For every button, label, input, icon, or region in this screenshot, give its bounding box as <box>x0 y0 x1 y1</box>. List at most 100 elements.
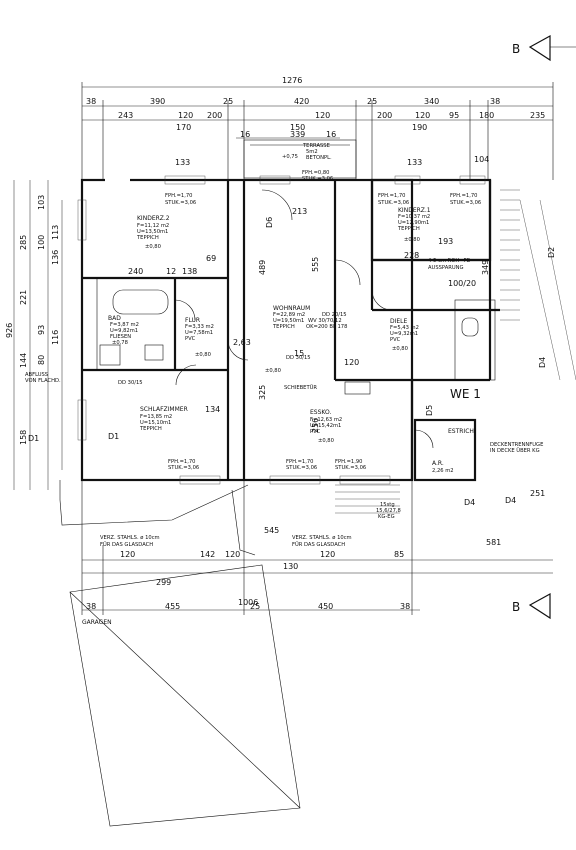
svg-text:4-5 cm ROH=FB: 4-5 cm ROH=FB <box>428 258 471 264</box>
svg-text:213: 213 <box>292 207 307 216</box>
garage-dimension: 1006 <box>238 598 258 607</box>
room-kinderz2: FPH.=1,70 STUK.=3,06 KINDERZ.2 F=11,12 m… <box>136 193 196 250</box>
svg-text:38: 38 <box>86 97 96 106</box>
svg-text:120: 120 <box>320 550 335 559</box>
svg-text:138: 138 <box>182 267 197 276</box>
svg-text:ESTRICH: ESTRICH <box>448 428 474 435</box>
svg-text:VERZ. STAHLS. ø 10cm: VERZ. STAHLS. ø 10cm <box>100 535 160 541</box>
svg-text:±0,80: ±0,80 <box>404 237 420 243</box>
svg-text:FPH.=1,70: FPH.=1,70 <box>168 459 195 465</box>
svg-text:WE 1: WE 1 <box>450 387 481 401</box>
svg-text:93: 93 <box>37 325 46 335</box>
svg-text:130: 130 <box>283 562 298 571</box>
svg-text:1276: 1276 <box>282 76 302 85</box>
svg-text:D4: D4 <box>538 357 547 368</box>
svg-text:VERZ. STAHLS. ø 10cm: VERZ. STAHLS. ø 10cm <box>292 535 352 541</box>
svg-text:BETONPL.: BETONPL. <box>306 155 332 161</box>
svg-text:420: 420 <box>294 97 309 106</box>
svg-text:FPH.=0,80: FPH.=0,80 <box>302 170 329 176</box>
svg-text:142: 142 <box>200 550 215 559</box>
room-diele: DIELE F=5,43 m2 U=9,32m1 PVC ±0,80 <box>390 318 419 352</box>
svg-text:D4: D4 <box>464 498 475 507</box>
svg-text:190: 190 <box>412 123 427 132</box>
garage-outline: GARAGEN 1006 <box>59 480 301 827</box>
building-walls <box>80 139 500 482</box>
svg-text:±0,78: ±0,78 <box>112 340 128 346</box>
svg-text:120: 120 <box>344 358 359 367</box>
svg-text:FPH.=1,70: FPH.=1,70 <box>450 193 477 199</box>
svg-text:F=12,63 m2: F=12,63 m2 <box>310 417 342 423</box>
misc-labels: TERRASSE 5m2 BETONPL. +0,75 FPH.=0,80 ST… <box>25 143 543 520</box>
svg-text:±0,80: ±0,80 <box>318 438 334 444</box>
svg-text:TEPPICH: TEPPICH <box>136 235 159 241</box>
svg-text:69: 69 <box>206 254 216 263</box>
svg-text:228: 228 <box>404 251 419 260</box>
svg-text:133: 133 <box>407 158 422 167</box>
bathroom-fixtures <box>99 289 479 395</box>
svg-text:134: 134 <box>205 405 220 414</box>
svg-text:WOHNRAUM: WOHNRAUM <box>273 305 310 312</box>
interior-dimensions: 213 489 555 325 256 240 12 138 69 120 19… <box>128 155 545 498</box>
svg-text:133: 133 <box>175 158 190 167</box>
svg-text:120: 120 <box>178 111 193 120</box>
svg-text:U=7,58m1: U=7,58m1 <box>185 330 213 336</box>
svg-text:BAD: BAD <box>108 315 121 322</box>
svg-text:489: 489 <box>258 260 267 275</box>
svg-text:STUK.=3,06: STUK.=3,06 <box>378 200 409 206</box>
svg-text:±0,80: ±0,80 <box>195 352 211 358</box>
svg-text:D1: D1 <box>108 432 119 441</box>
svg-text:85: 85 <box>394 550 404 559</box>
svg-text:16: 16 <box>326 130 336 139</box>
svg-text:80: 80 <box>37 355 46 365</box>
room-ar: A.R. 2,26 m2 <box>432 460 454 474</box>
svg-text:100: 100 <box>37 235 46 250</box>
svg-text:D5: D5 <box>425 405 434 416</box>
svg-text:STUK.=3,06: STUK.=3,06 <box>286 465 317 471</box>
svg-text:38: 38 <box>86 602 96 611</box>
svg-text:349: 349 <box>481 260 490 275</box>
svg-text:STUK.=3,06: STUK.=3,06 <box>450 200 481 206</box>
svg-text:FPH.=1,70: FPH.=1,70 <box>286 459 313 465</box>
svg-text:555: 555 <box>311 257 320 272</box>
svg-text:104: 104 <box>474 155 489 164</box>
svg-text:KINDERZ.2: KINDERZ.2 <box>137 215 170 222</box>
svg-text:OK=200 BL 178: OK=200 BL 178 <box>306 324 347 330</box>
svg-text:STUK.=3,06: STUK.=3,06 <box>335 465 366 471</box>
svg-text:PVC: PVC <box>390 337 401 343</box>
section-marker-bottom: B <box>512 592 551 620</box>
svg-text:2,26 m2: 2,26 m2 <box>432 468 454 474</box>
left-dimension-chain: 926 285 221 144 158 103 113 136 100 93 1… <box>5 180 63 490</box>
room-schlafzimmer: SCHLAFZIMMER F=13,85 m2 U=15,10m1 TEPPIC… <box>139 406 199 471</box>
svg-text:WV 30/70/12: WV 30/70/12 <box>308 318 342 324</box>
svg-text:F=5,43 m2: F=5,43 m2 <box>390 325 419 331</box>
svg-text:16: 16 <box>240 130 250 139</box>
svg-text:PVC: PVC <box>185 336 196 342</box>
svg-text:581: 581 <box>486 538 501 547</box>
svg-text:DECKENTRENNFUGE: DECKENTRENNFUGE <box>490 442 543 448</box>
svg-text:D6: D6 <box>265 217 274 228</box>
svg-text:ABFLUSS: ABFLUSS <box>25 372 48 378</box>
svg-text:5m2: 5m2 <box>306 149 318 155</box>
svg-text:FÜR DAS GLASDACH: FÜR DAS GLASDACH <box>100 541 153 548</box>
svg-text:200: 200 <box>377 111 392 120</box>
svg-text:FPH.=1,70: FPH.=1,70 <box>165 193 192 199</box>
svg-text:F=13,85 m2: F=13,85 m2 <box>140 414 172 420</box>
svg-text:A.R.: A.R. <box>432 460 444 467</box>
svg-text:299: 299 <box>156 578 171 587</box>
svg-text:243: 243 <box>118 111 133 120</box>
svg-text:FPH.=1,70: FPH.=1,70 <box>378 193 405 199</box>
door-marks: D1 D1 D6 D5 D4 D4 D4 D2 <box>28 217 556 507</box>
svg-text:390: 390 <box>150 97 165 106</box>
svg-text:DD 20/15: DD 20/15 <box>322 312 347 318</box>
svg-text:+0,75: +0,75 <box>282 154 298 160</box>
svg-text:ESSKO.: ESSKO. <box>310 409 331 416</box>
svg-text:120: 120 <box>225 550 240 559</box>
svg-text:95: 95 <box>449 111 459 120</box>
svg-text:U=15,10m1: U=15,10m1 <box>140 420 171 426</box>
svg-text:AUSSPARUNG: AUSSPARUNG <box>428 265 464 271</box>
svg-text:F=3,33 m2: F=3,33 m2 <box>185 324 214 330</box>
svg-text:U=9,82m1: U=9,82m1 <box>110 328 138 334</box>
svg-text:15stg: 15stg <box>380 502 395 508</box>
svg-text:200: 200 <box>207 111 222 120</box>
